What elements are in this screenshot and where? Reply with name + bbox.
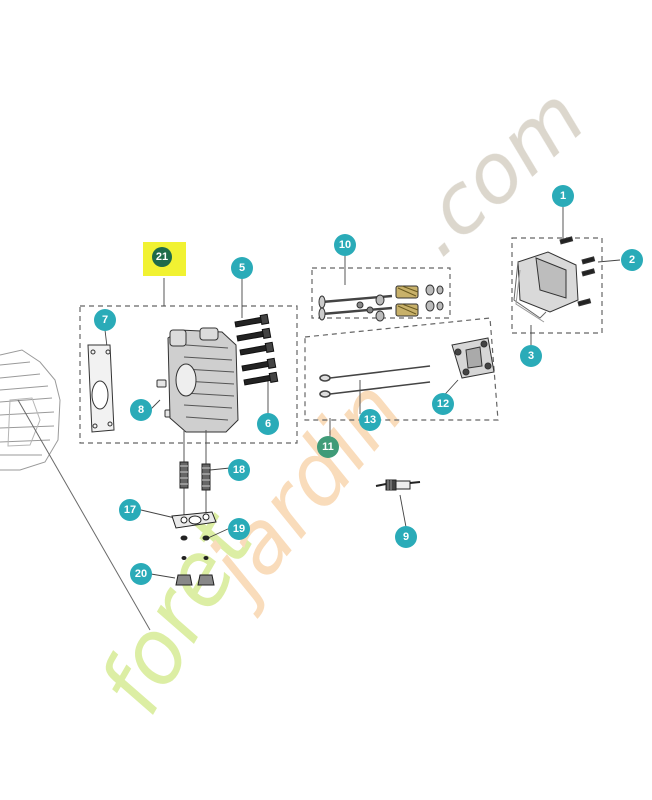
callout-8[interactable]: 8 — [130, 399, 152, 421]
pushrod-rocker-group-box — [304, 317, 499, 421]
spark-plug — [375, 479, 421, 491]
callout-19[interactable]: 19 — [228, 518, 250, 540]
group-boxes — [79, 237, 603, 444]
valve-group-box — [311, 267, 451, 319]
cylinder-head-group-box — [79, 305, 298, 444]
exhaust-gasket — [171, 511, 217, 529]
callout-11[interactable]: 11 — [317, 436, 339, 458]
callout-1[interactable]: 1 — [552, 185, 574, 207]
washers — [180, 535, 210, 560]
callout-7[interactable]: 7 — [94, 309, 116, 331]
callout-5[interactable]: 5 — [231, 257, 253, 279]
cylinder-head — [167, 327, 239, 433]
callout-2[interactable]: 2 — [621, 249, 643, 271]
callout-20[interactable]: 20 — [130, 563, 152, 585]
callout-6[interactable]: 6 — [257, 413, 279, 435]
callout-9[interactable]: 9 — [395, 526, 417, 548]
callout-3[interactable]: 3 — [520, 345, 542, 367]
push-rods — [319, 365, 431, 398]
head-gasket — [87, 344, 115, 433]
nuts — [175, 574, 215, 586]
callout-12[interactable]: 12 — [432, 393, 454, 415]
rocker-cover-assembly — [513, 236, 596, 323]
callout-10[interactable]: 10 — [334, 234, 356, 256]
rocker-arm-assembly — [451, 337, 495, 379]
watermark: foret jardin .com — [79, 70, 603, 731]
exhaust-studs — [179, 430, 211, 520]
head-bolts — [234, 313, 279, 386]
callout-21-selected[interactable]: 21 — [152, 247, 172, 267]
watermark-text-com: .com — [390, 70, 603, 275]
callout-18[interactable]: 18 — [228, 459, 250, 481]
callout-13[interactable]: 13 — [359, 409, 381, 431]
leader-lines — [104, 207, 621, 579]
rocker-cover-group-box — [511, 237, 603, 334]
callout-17[interactable]: 17 — [119, 499, 141, 521]
valves-and-springs — [318, 284, 444, 322]
engine-block — [0, 349, 151, 631]
